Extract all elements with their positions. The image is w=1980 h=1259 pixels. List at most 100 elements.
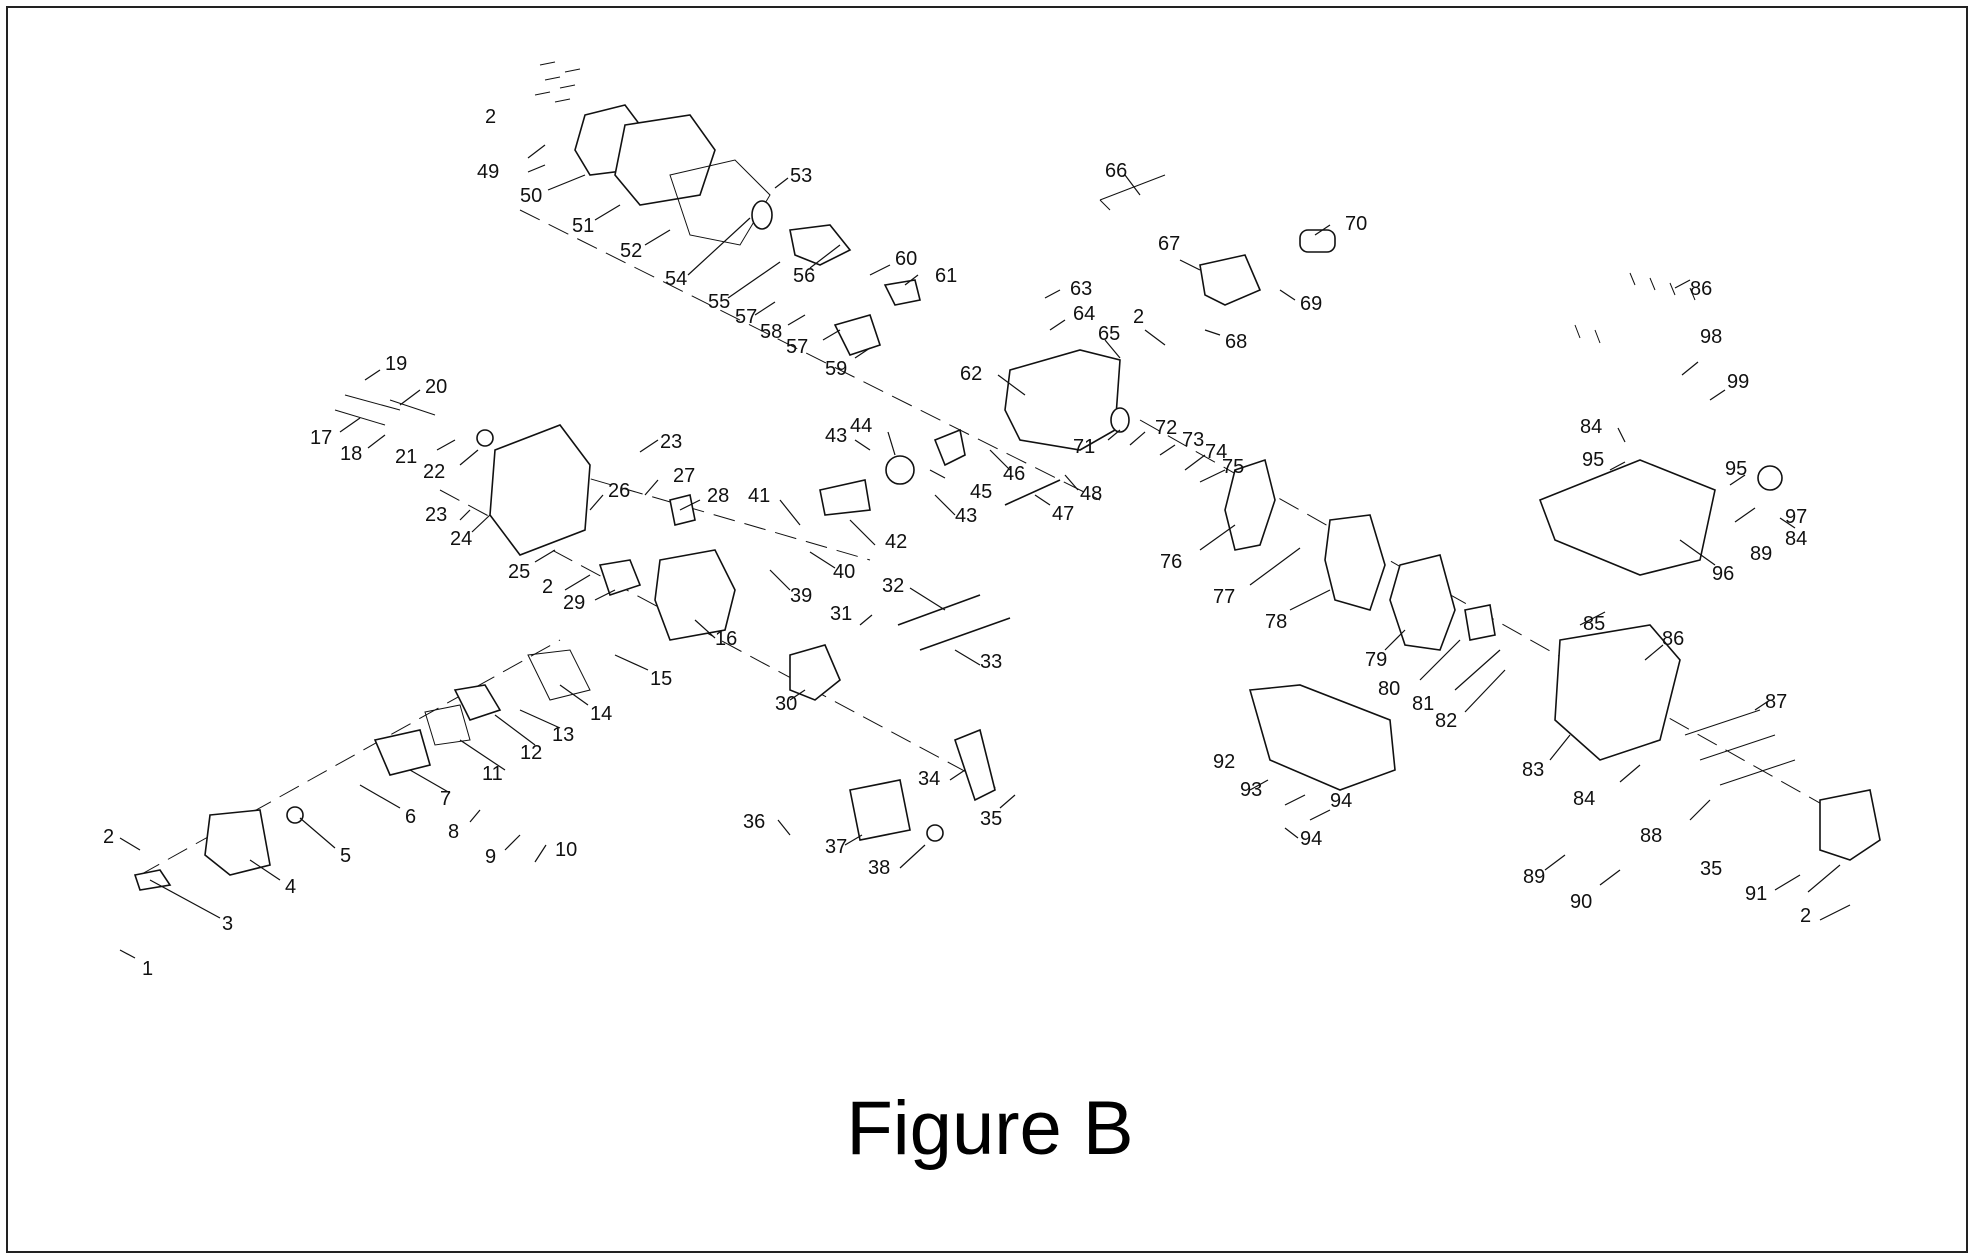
callout-85: 85 bbox=[1583, 613, 1605, 635]
callout-35b: 35 bbox=[1700, 858, 1722, 880]
base-pan-92 bbox=[1248, 684, 1396, 791]
rod-66 bbox=[1099, 174, 1166, 211]
callout-84a: 84 bbox=[1580, 416, 1602, 438]
callout-37: 37 bbox=[825, 836, 847, 858]
callout-51: 51 bbox=[572, 215, 594, 237]
callout-58: 58 bbox=[760, 321, 782, 343]
callout-57a: 57 bbox=[735, 306, 757, 328]
part-60-61 bbox=[883, 279, 921, 306]
callout-17: 17 bbox=[310, 427, 332, 449]
callout-31: 31 bbox=[830, 603, 852, 625]
crankshaft-56 bbox=[789, 224, 852, 266]
connecting-rod-46 bbox=[933, 428, 966, 467]
callout-14: 14 bbox=[590, 703, 612, 725]
callout-44: 44 bbox=[850, 415, 872, 437]
engine-block-62 bbox=[1004, 349, 1121, 451]
callout-42: 42 bbox=[885, 531, 907, 553]
fan-79 bbox=[1389, 554, 1456, 651]
callout-86a: 86 bbox=[1662, 628, 1684, 650]
part-3 bbox=[133, 869, 172, 891]
callout-2b: 2 bbox=[542, 576, 553, 598]
bolts bbox=[534, 61, 1796, 786]
callout-81: 81 bbox=[1412, 693, 1434, 715]
callout-63: 63 bbox=[1070, 278, 1092, 300]
callout-33: 33 bbox=[980, 651, 1002, 673]
part-29 bbox=[598, 559, 642, 597]
callout-50: 50 bbox=[520, 185, 542, 207]
carburetor-30 bbox=[789, 644, 841, 701]
callout-73: 73 bbox=[1182, 429, 1204, 451]
callout-89a: 89 bbox=[1523, 866, 1545, 888]
sleeve-70 bbox=[1299, 229, 1336, 253]
callout-92: 92 bbox=[1213, 751, 1235, 773]
callout-71: 71 bbox=[1073, 436, 1095, 458]
callout-72: 72 bbox=[1155, 417, 1177, 439]
callout-82: 82 bbox=[1435, 710, 1457, 732]
figure-caption: Figure B bbox=[846, 1086, 1134, 1171]
callout-46: 46 bbox=[1003, 463, 1025, 485]
callout-labels: 1 2 3 4 5 6 7 8 9 10 11 12 13 14 15 16 1… bbox=[103, 106, 1811, 980]
callout-97: 97 bbox=[1785, 506, 1807, 528]
callout-23a: 23 bbox=[660, 431, 682, 453]
housing-83 bbox=[1554, 624, 1681, 761]
rotor-76 bbox=[1224, 458, 1276, 551]
callout-80: 80 bbox=[1378, 678, 1400, 700]
callout-2: 2 bbox=[103, 826, 114, 848]
callout-28: 28 bbox=[707, 485, 729, 507]
callout-39: 39 bbox=[790, 585, 812, 607]
cover-96 bbox=[1538, 459, 1716, 576]
callout-16: 16 bbox=[715, 628, 737, 650]
callout-84b: 84 bbox=[1785, 528, 1807, 550]
callout-90: 90 bbox=[1570, 891, 1592, 913]
callout-18: 18 bbox=[340, 443, 362, 465]
callout-67: 67 bbox=[1158, 233, 1180, 255]
callout-70: 70 bbox=[1345, 213, 1367, 235]
callout-60: 60 bbox=[895, 248, 917, 270]
callout-89b: 89 bbox=[1750, 543, 1772, 565]
callout-47: 47 bbox=[1052, 503, 1074, 525]
callout-48: 48 bbox=[1080, 483, 1102, 505]
callout-95b: 95 bbox=[1725, 458, 1747, 480]
callout-98: 98 bbox=[1700, 326, 1722, 348]
callout-91: 91 bbox=[1745, 883, 1767, 905]
callout-49: 49 bbox=[477, 161, 499, 183]
callout-19: 19 bbox=[385, 353, 407, 375]
callout-54: 54 bbox=[665, 268, 687, 290]
callout-11: 11 bbox=[482, 763, 503, 785]
callout-29: 29 bbox=[563, 592, 585, 614]
callout-15: 15 bbox=[650, 668, 672, 690]
callout-24: 24 bbox=[450, 528, 472, 550]
callout-64: 64 bbox=[1073, 303, 1095, 325]
callout-96: 96 bbox=[1712, 563, 1734, 585]
callout-83: 83 bbox=[1522, 759, 1544, 781]
callout-95a: 95 bbox=[1582, 449, 1604, 471]
cap-38 bbox=[926, 824, 944, 842]
callout-34: 34 bbox=[918, 768, 940, 790]
callout-86b: 86 bbox=[1690, 278, 1712, 300]
callout-88: 88 bbox=[1640, 825, 1662, 847]
parts bbox=[133, 61, 1881, 891]
callout-78: 78 bbox=[1265, 611, 1287, 633]
callout-57b: 57 bbox=[786, 336, 808, 358]
callout-94b: 94 bbox=[1300, 828, 1322, 850]
spring-42 bbox=[819, 479, 871, 516]
callout-76: 76 bbox=[1160, 551, 1182, 573]
callout-74: 74 bbox=[1205, 441, 1227, 463]
flywheel-78 bbox=[1324, 514, 1386, 611]
callout-52: 52 bbox=[620, 240, 642, 262]
rods-17-20 bbox=[334, 394, 436, 426]
piston-44 bbox=[885, 455, 915, 485]
callout-35a: 35 bbox=[980, 808, 1002, 830]
muffler-37 bbox=[849, 779, 911, 841]
callout-66: 66 bbox=[1105, 160, 1127, 182]
callout-23b: 23 bbox=[425, 504, 447, 526]
callout-6: 6 bbox=[405, 806, 416, 828]
callout-36: 36 bbox=[743, 811, 765, 833]
cover-12 bbox=[453, 684, 502, 721]
tube-33 bbox=[919, 617, 1011, 651]
part-28 bbox=[669, 494, 696, 526]
callout-30: 30 bbox=[775, 693, 797, 715]
callout-2d: 2 bbox=[1133, 306, 1144, 328]
callout-93: 93 bbox=[1240, 779, 1262, 801]
